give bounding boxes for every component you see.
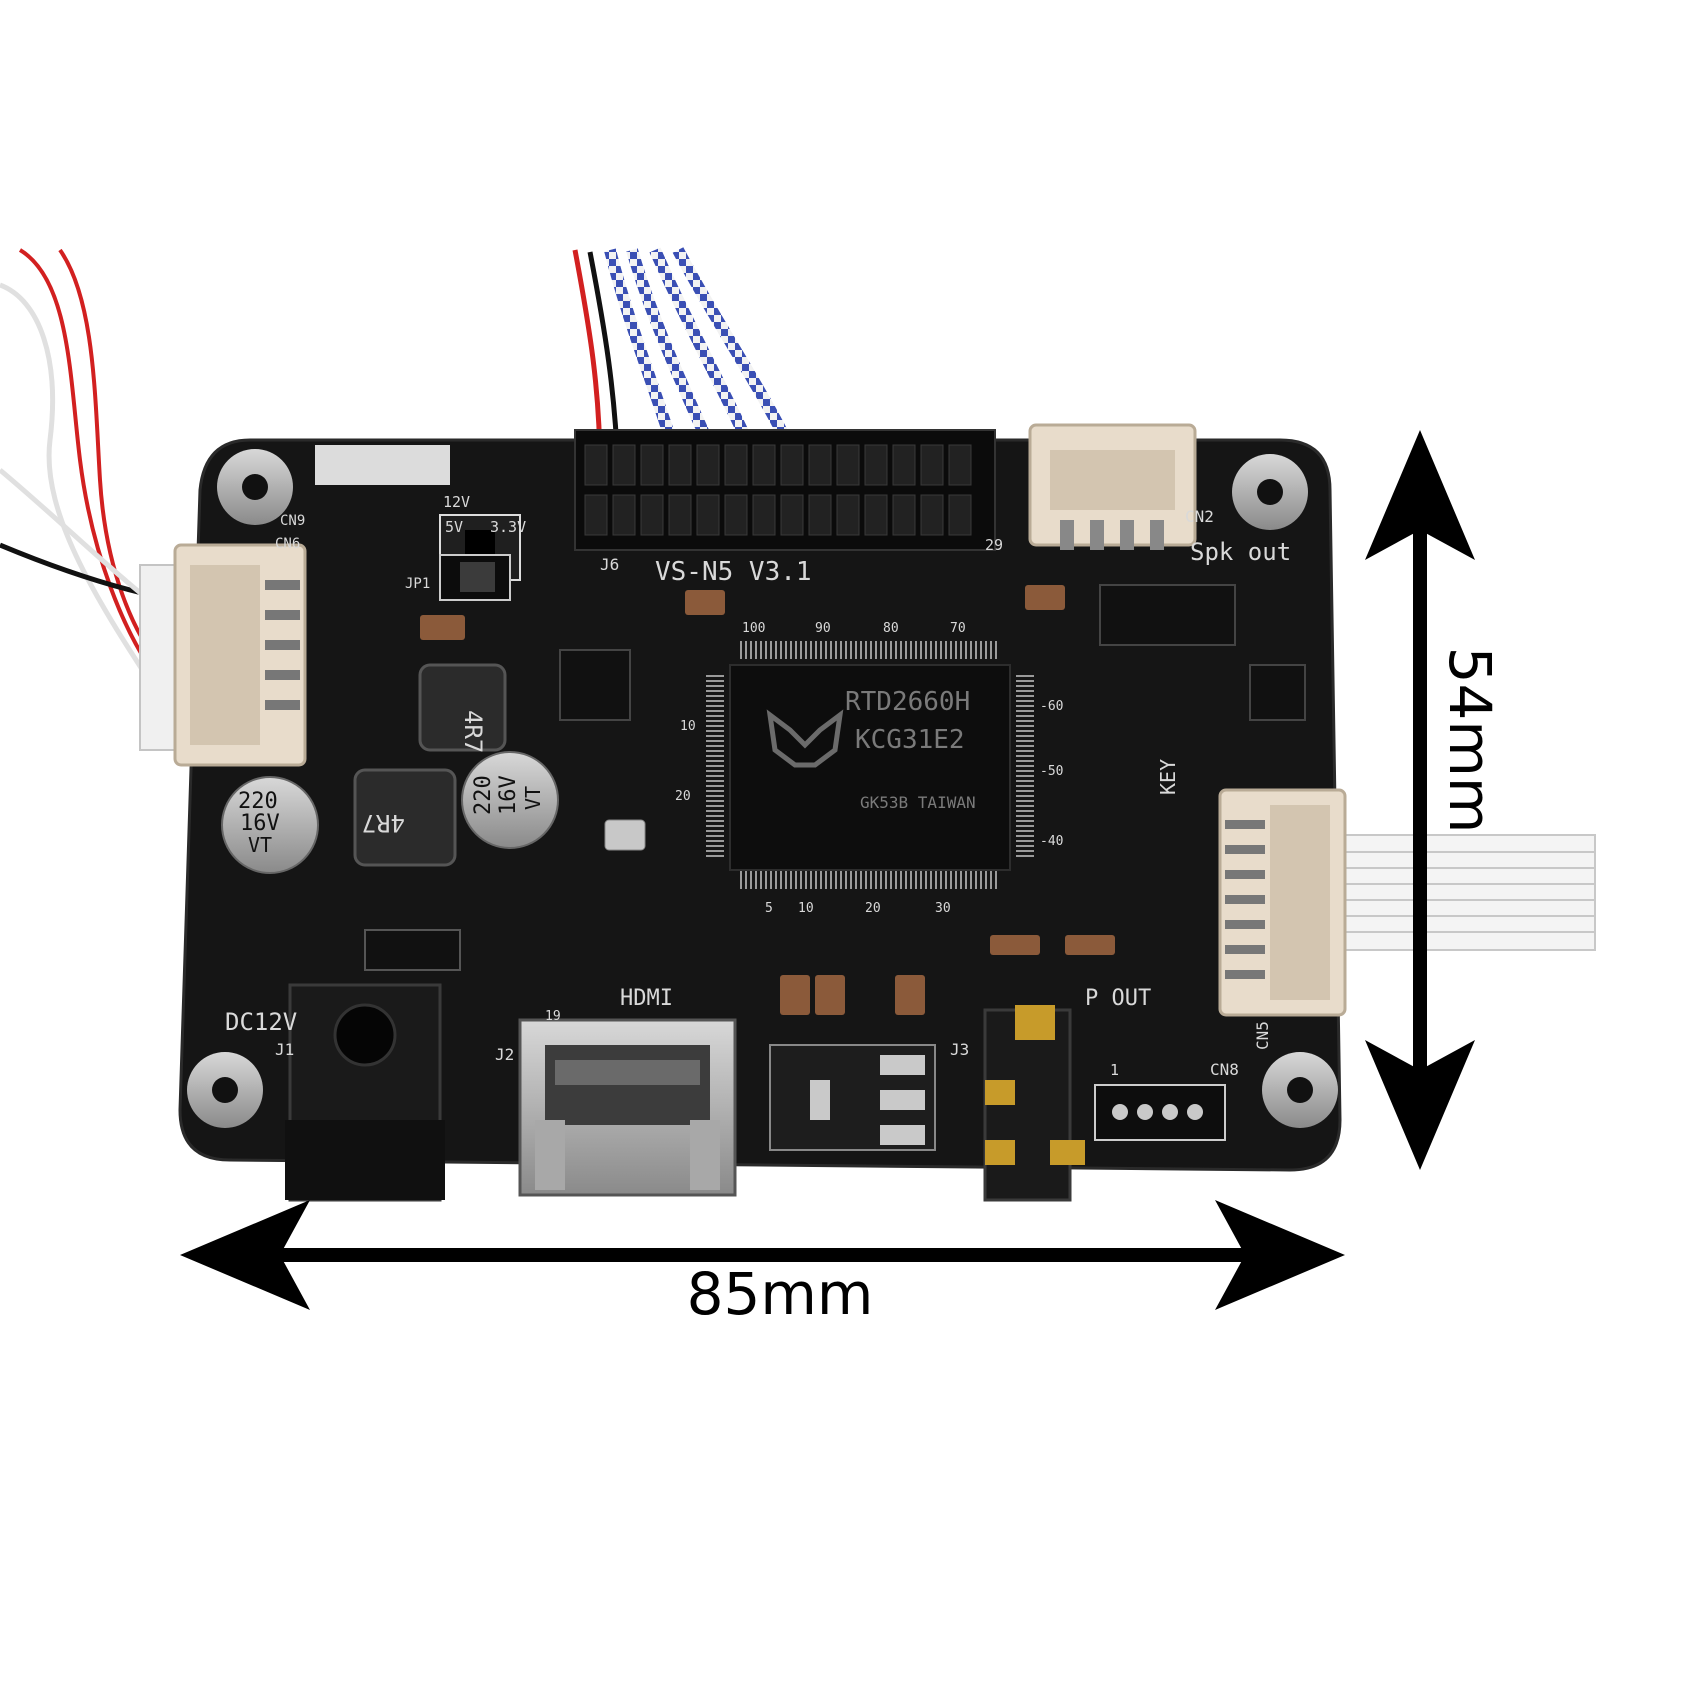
inductor-marking-1: 4R7	[459, 710, 487, 753]
cap2-volt: 16V	[496, 775, 521, 815]
chip-pin-left-0: 10	[680, 719, 696, 734]
5v-label: 5V	[445, 518, 463, 536]
header-cn8	[1094, 1084, 1226, 1141]
chip-pin-bottom-1: 10	[798, 901, 814, 916]
hdmi-label: HDMI	[620, 986, 673, 1011]
cn8-label: CN8	[1210, 1060, 1239, 1079]
cap2-mark: VT	[521, 786, 545, 810]
width-dimension-arrow	[180, 1200, 1345, 1310]
cn2-label: CN2	[1185, 507, 1214, 526]
lvds-header-j6	[574, 429, 996, 551]
mounting-hole-bottom-left	[187, 1052, 263, 1128]
pin1-label: 1	[1110, 1061, 1119, 1079]
chip-pin-top-0: 100	[742, 621, 765, 636]
cn9-label: CN9	[280, 513, 305, 529]
height-dimension-arrow	[1365, 430, 1475, 1170]
j1-label: J1	[275, 1040, 294, 1059]
voltage-jumper-jp1	[439, 554, 511, 601]
speaker-connector-cn2	[1028, 423, 1197, 550]
chip-pin-top-2: 80	[883, 621, 899, 636]
pin29-label: 29	[985, 536, 1003, 554]
3v3-label: 3.3V	[490, 518, 526, 536]
chip-pin-right-2: -40	[1040, 834, 1063, 849]
cap2-value: 220	[471, 775, 496, 815]
inductors	[353, 663, 507, 867]
backlight-connector-cn6	[139, 543, 307, 767]
j6-label: J6	[600, 555, 619, 574]
j2-label: J2	[495, 1045, 514, 1064]
cap1-mark: VT	[248, 833, 272, 857]
chip-marking-line2: KCG31E2	[855, 725, 965, 755]
j3-label: J3	[950, 1040, 969, 1059]
key-connector-cn5	[1218, 788, 1347, 1017]
audio-jack	[983, 1005, 1085, 1202]
speaker-out-label: Spk out	[1190, 538, 1291, 566]
chip-pin-left-1: 20	[675, 789, 691, 804]
chip-pin-bottom-3: 30	[935, 901, 951, 916]
chip-pin-right-1: -50	[1040, 764, 1063, 779]
chip-pin-bottom-2: 20	[865, 901, 881, 916]
silkscreen-text: VS-N5 V3.1 RTD2660H KCG31E2 GK53B TAIWAN…	[225, 493, 1291, 1079]
chip-pin-bottom-0: 5	[765, 901, 773, 916]
capacitors	[221, 751, 559, 874]
mounting-holes	[187, 449, 1338, 1128]
12v-label: 12V	[443, 493, 470, 511]
realtek-logo-icon	[766, 709, 844, 768]
cn6-label: CN6	[275, 536, 300, 552]
key-label: KEY	[1156, 759, 1180, 795]
main-chip	[706, 641, 1034, 889]
height-dimension-label: 54mm	[1436, 646, 1504, 834]
inductor-marking-2: 4R7	[362, 809, 405, 837]
dc-power-jack	[285, 983, 445, 1202]
cn5-label: CN5	[1253, 1021, 1272, 1050]
chip-pin-top-1: 90	[815, 621, 831, 636]
chip-pin-right-0: -60	[1040, 699, 1063, 714]
width-dimension-label: 85mm	[686, 1260, 874, 1328]
mounting-hole-bottom-right	[1262, 1052, 1338, 1128]
earphone-out-label: P OUT	[1085, 986, 1151, 1011]
chip-pin-top-3: 70	[950, 621, 966, 636]
chip-marking-line1: RTD2660H	[845, 687, 970, 717]
mounting-hole-top-left	[217, 449, 293, 525]
pin19-label: 19	[545, 1009, 561, 1024]
dc12v-label: DC12V	[225, 1008, 297, 1036]
cap1-value: 220	[238, 789, 278, 814]
board-name-label: VS-N5 V3.1	[655, 557, 812, 587]
key-cable	[1344, 834, 1596, 951]
chip-marking-line3: GK53B TAIWAN	[860, 793, 976, 812]
cap1-volt: 16V	[240, 811, 280, 836]
jp1-label: JP1	[405, 576, 430, 592]
hdmi-port	[518, 1018, 737, 1197]
mounting-hole-top-right	[1232, 454, 1308, 530]
